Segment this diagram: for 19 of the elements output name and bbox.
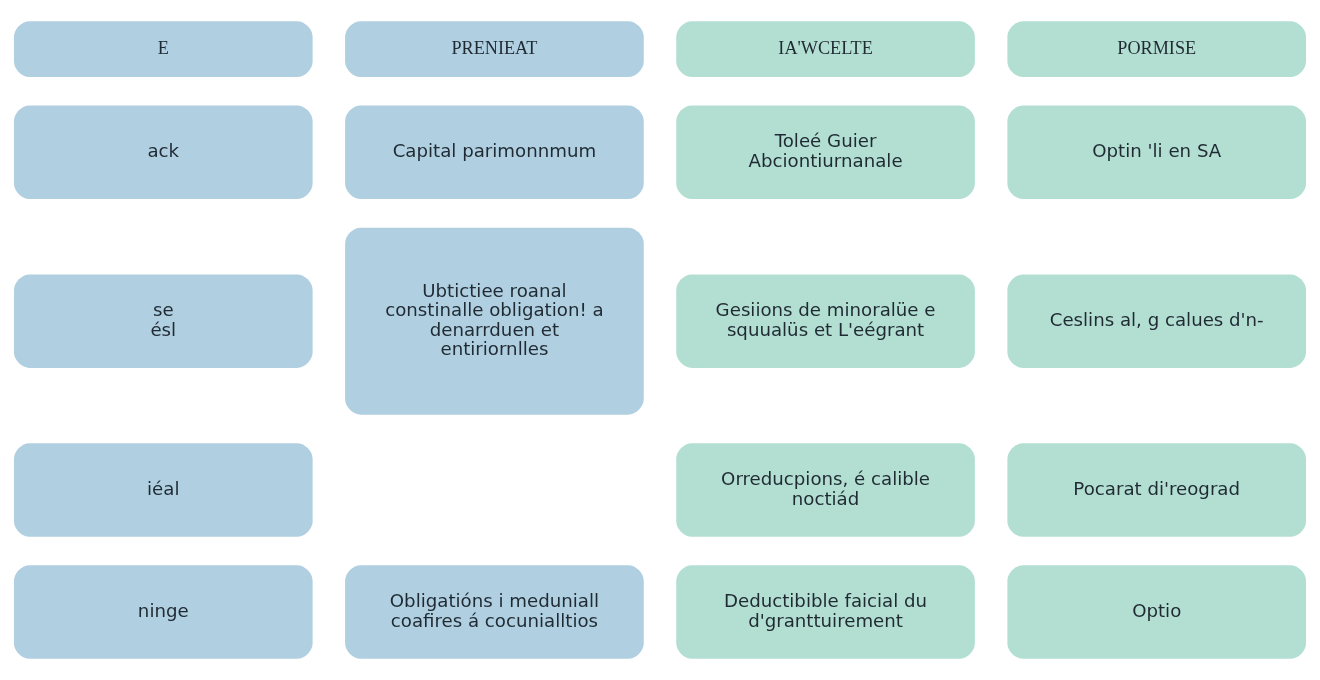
node-box: Obligatións i meduniall coafires á cocunialltios: [345, 565, 644, 659]
node-box: Optin 'li en SA: [1007, 105, 1307, 200]
node-box: se ésl: [13, 274, 313, 368]
node-box: Gesiions de minoralüe e squualüs et L'eégrant: [676, 274, 975, 368]
node-box: ninge: [13, 565, 313, 659]
node-box: PRENIEAT: [345, 21, 644, 78]
node-box: Orreducpions, é calible noctiád: [676, 443, 975, 537]
node-box: Capital parimonnmum: [345, 105, 644, 200]
node-box: PORMISE: [1007, 21, 1307, 78]
node-box: Pocarat di'reograd: [1007, 443, 1307, 537]
node-box: Ceslins al, g calues d'n-: [1007, 274, 1307, 368]
node-box: E: [13, 21, 313, 78]
node-box: Deductibible faicial du d'granttuirement: [676, 565, 975, 659]
node-box: IA'WCELTE: [676, 21, 975, 78]
node-box: ack: [13, 105, 313, 200]
node-box: iéal: [13, 443, 313, 537]
node-box: Ubtictiee roanal constinalle obligation! a denarrduen et entiriornlles: [345, 227, 644, 415]
node-box: Optio: [1007, 565, 1307, 659]
node-box: Toleé Guier Abciontiurnanale: [676, 105, 975, 200]
